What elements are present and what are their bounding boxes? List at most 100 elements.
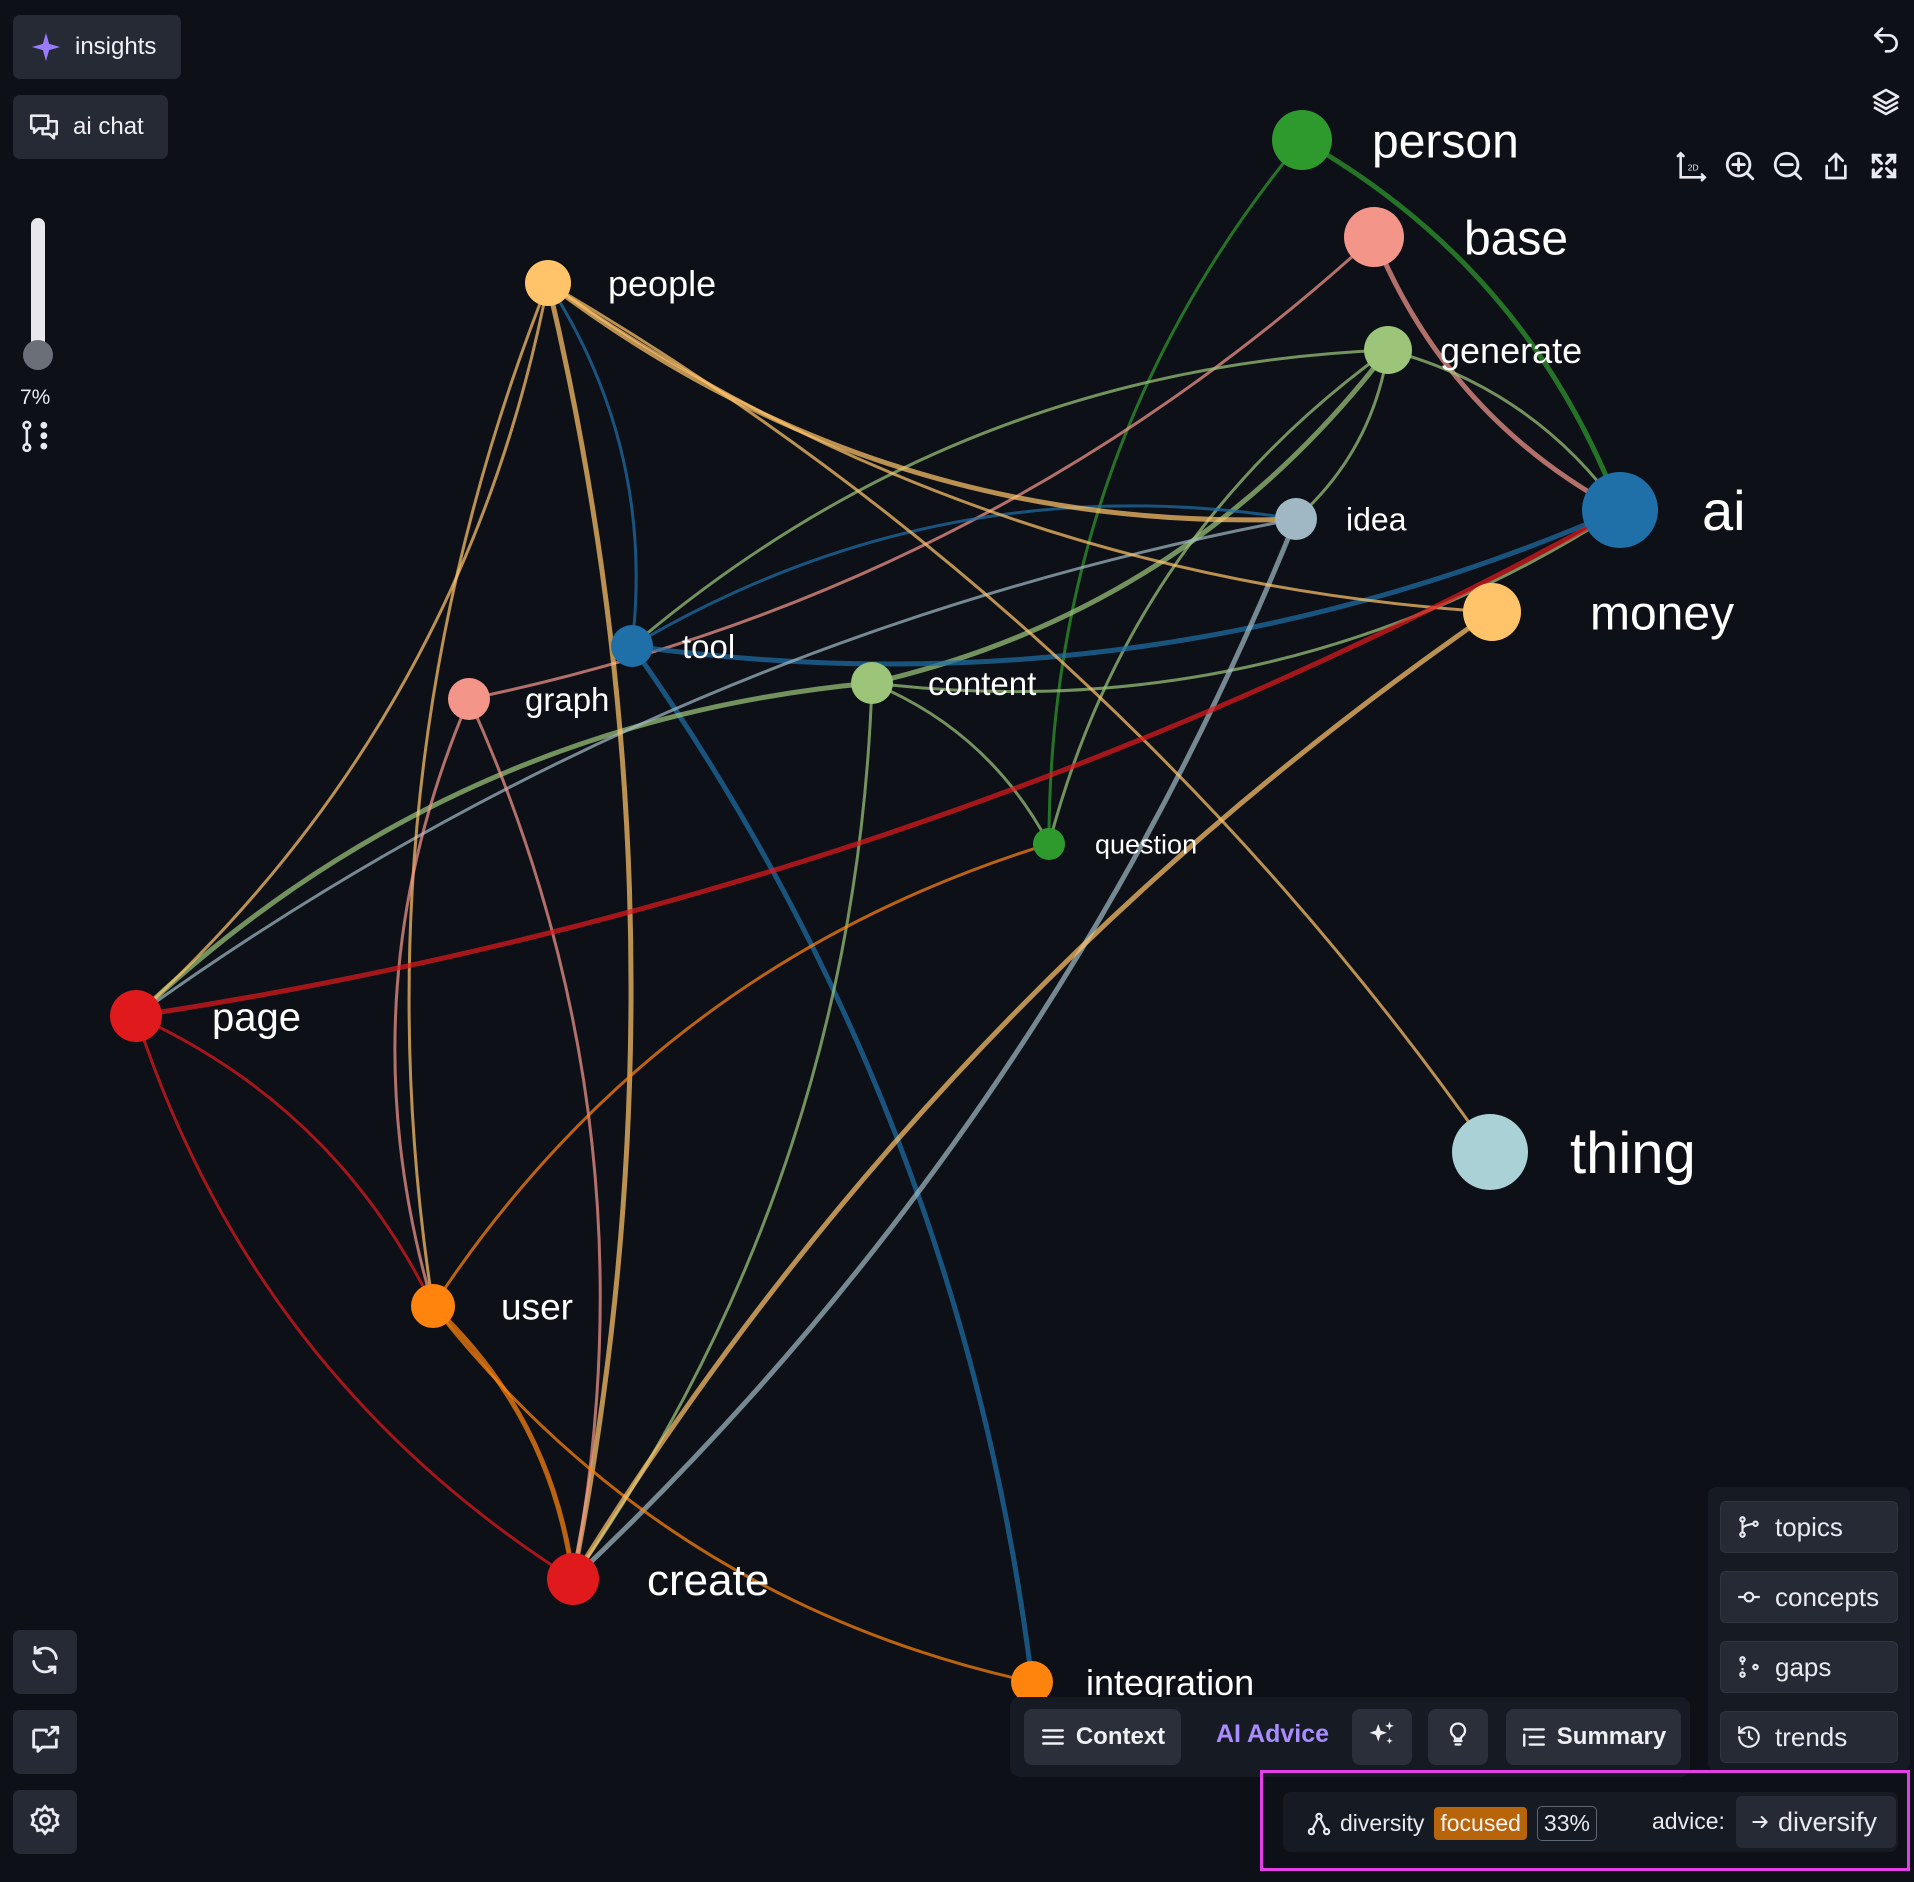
- context-button[interactable]: Context: [1024, 1709, 1181, 1765]
- settings-button[interactable]: [13, 1790, 77, 1854]
- ai-chat-button[interactable]: ai chat: [13, 95, 168, 159]
- node-generate[interactable]: generate: [1364, 326, 1582, 374]
- edge-graph-user: [393, 698, 471, 1307]
- idea-button[interactable]: [1428, 1709, 1488, 1765]
- ai-sparkle-button[interactable]: [1352, 1709, 1412, 1765]
- node-circle-idea[interactable]: [1275, 498, 1317, 540]
- node-circle-question[interactable]: [1033, 828, 1065, 860]
- ai-advice-label[interactable]: AI Advice: [1216, 1720, 1330, 1748]
- edge-base-ai: [1371, 236, 1622, 513]
- node-content[interactable]: content: [851, 662, 1036, 704]
- node-circle-content[interactable]: [851, 662, 893, 704]
- summary-label: Summary: [1556, 1723, 1667, 1750]
- node-create[interactable]: create: [547, 1553, 769, 1605]
- edge-tool-integration: [629, 644, 1035, 1683]
- advice-label: advice:: [1652, 1808, 1725, 1834]
- arrow-right-icon: [1750, 1812, 1770, 1832]
- slider-track: [31, 218, 45, 358]
- node-people[interactable]: people: [525, 260, 716, 306]
- diversify-button[interactable]: diversify: [1736, 1796, 1896, 1848]
- node-thing[interactable]: thing: [1452, 1114, 1696, 1190]
- diversity-label: diversity: [1340, 1810, 1425, 1836]
- node-label-content: content: [928, 665, 1036, 702]
- node-money[interactable]: money: [1463, 583, 1734, 641]
- edge-tool-people: [546, 282, 638, 647]
- node-label-ai: ai: [1702, 479, 1746, 542]
- zoom-out-icon[interactable]: [1770, 148, 1806, 184]
- concepts-button[interactable]: concepts: [1720, 1571, 1898, 1623]
- node-person[interactable]: person: [1272, 110, 1519, 170]
- fit-screen-icon[interactable]: [1866, 148, 1902, 184]
- edge-page-ai: [135, 507, 1622, 1019]
- node-circle-tool[interactable]: [611, 625, 653, 667]
- node-circle-integration[interactable]: [1011, 1661, 1053, 1703]
- node-label-person: person: [1372, 115, 1519, 168]
- context-label: Context: [1075, 1723, 1166, 1750]
- node-circle-people[interactable]: [525, 260, 571, 306]
- share-chat-button[interactable]: [13, 1710, 77, 1774]
- branch-icon: [1735, 1514, 1763, 1540]
- node-tool[interactable]: tool: [611, 625, 735, 667]
- commit-icon: [1735, 1584, 1763, 1610]
- diversity-state-badge: focused: [1434, 1807, 1527, 1840]
- node-circle-generate[interactable]: [1364, 326, 1412, 374]
- node-graph[interactable]: graph: [448, 678, 609, 720]
- diversity-percent-badge: 33%: [1536, 1806, 1597, 1841]
- node-circle-thing[interactable]: [1452, 1114, 1528, 1190]
- edge-person-ai: [1300, 137, 1623, 511]
- node-circle-money[interactable]: [1463, 583, 1521, 641]
- diversity-indicator[interactable]: diversity focused 33%: [1306, 1806, 1597, 1841]
- edge-page-user: [135, 1014, 435, 1307]
- share-icon[interactable]: [1818, 148, 1854, 184]
- node-circle-page[interactable]: [110, 990, 162, 1042]
- node-circle-user[interactable]: [411, 1284, 455, 1328]
- sparkles-icon: [1367, 1719, 1397, 1756]
- node-integration[interactable]: integration: [1011, 1661, 1254, 1703]
- node-circle-graph[interactable]: [448, 678, 490, 720]
- threshold-slider[interactable]: [23, 218, 53, 370]
- trends-button[interactable]: trends: [1720, 1711, 1898, 1763]
- edge-content-ai: [871, 508, 1621, 694]
- node-label-question: question: [1095, 830, 1197, 860]
- node-page[interactable]: page: [110, 990, 301, 1042]
- node-label-page: page: [212, 995, 301, 1039]
- axis-2d-icon[interactable]: 2D: [1674, 148, 1710, 184]
- topics-label: topics: [1775, 1511, 1843, 1542]
- gaps-button[interactable]: gaps: [1720, 1641, 1898, 1693]
- topics-button[interactable]: topics: [1720, 1501, 1898, 1553]
- slider-handle[interactable]: [23, 340, 53, 370]
- edge-user-create: [431, 1304, 576, 1580]
- node-circle-ai[interactable]: [1582, 472, 1658, 548]
- node-circle-create[interactable]: [547, 1553, 599, 1605]
- edge-content-question: [871, 681, 1051, 845]
- edge-tool-ai: [631, 507, 1621, 667]
- node-label-base: base: [1464, 212, 1568, 265]
- node-circle-base[interactable]: [1344, 207, 1404, 267]
- node-idea[interactable]: idea: [1275, 498, 1407, 540]
- undo-icon[interactable]: [1868, 20, 1904, 56]
- edge-user-integration: [431, 1305, 1033, 1684]
- node-label-idea: idea: [1346, 502, 1407, 538]
- refresh-button[interactable]: [13, 1630, 77, 1694]
- zoom-in-icon[interactable]: [1722, 148, 1758, 184]
- graph-layout-icon[interactable]: [20, 420, 52, 459]
- node-label-money: money: [1590, 587, 1734, 640]
- concepts-label: concepts: [1775, 1581, 1880, 1612]
- insights-button[interactable]: insights: [13, 15, 181, 79]
- menu-icon: [1040, 1724, 1066, 1750]
- slider-percent: 7%: [20, 386, 51, 409]
- edge-people-money: [547, 281, 1493, 614]
- node-question[interactable]: question: [1033, 828, 1197, 860]
- node-base[interactable]: base: [1344, 207, 1568, 267]
- node-label-tool: tool: [682, 628, 735, 665]
- summary-button[interactable]: Summary: [1506, 1709, 1681, 1765]
- layers-icon[interactable]: [1868, 84, 1904, 120]
- graph-nodes[interactable]: person base generate ai idea money people tool g…: [110, 110, 1746, 1703]
- node-circle-person[interactable]: [1272, 110, 1332, 170]
- node-label-graph: graph: [525, 681, 609, 718]
- node-ai[interactable]: ai: [1582, 472, 1746, 548]
- node-user[interactable]: user: [411, 1284, 573, 1328]
- edge-generate-tool: [631, 348, 1389, 648]
- node-label-people: people: [608, 263, 716, 304]
